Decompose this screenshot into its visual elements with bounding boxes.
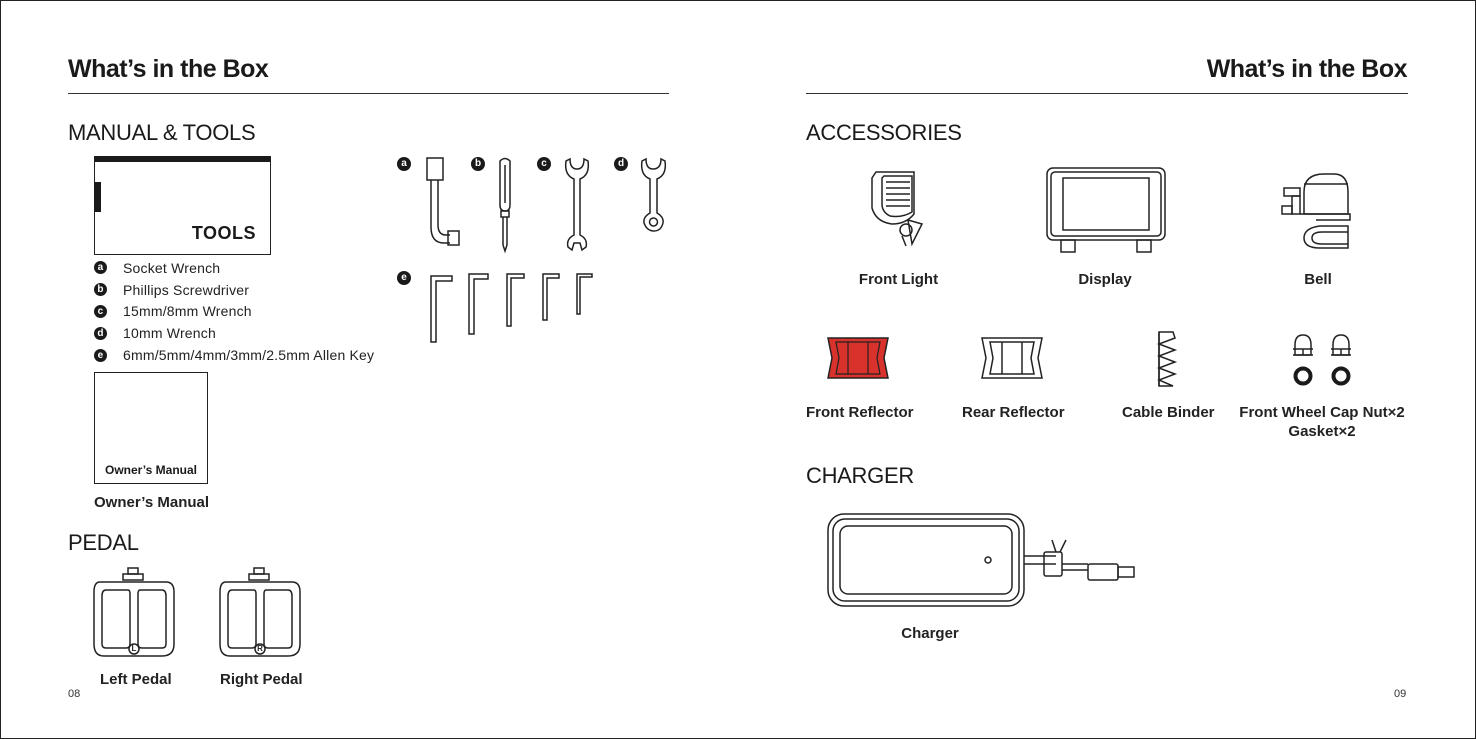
left-pedal-mark: L: [131, 644, 137, 653]
section-manual-tools: MANUAL & TOOLS: [68, 120, 256, 145]
display-icon: [1046, 167, 1166, 253]
bell-icon: [1281, 173, 1351, 249]
tool-label: Phillips Screwdriver: [123, 281, 250, 298]
tool-a-badge: a: [397, 157, 411, 171]
right-pedal-icon: [219, 567, 301, 657]
rear-reflector-label: Rear Reflector: [962, 404, 1065, 421]
screwdriver-icon: [499, 157, 511, 254]
tool-tag-badge: e: [94, 348, 107, 362]
right-title-rule: [806, 93, 1408, 94]
section-accessories: ACCESSORIES: [806, 120, 962, 145]
tool-tag-badge: c: [94, 304, 107, 318]
wrench-icon: [640, 157, 667, 232]
left-pedal-icon: [93, 567, 175, 657]
tool-d-badge: d: [614, 157, 628, 171]
display-label: Display: [1078, 271, 1132, 288]
combination-wrench-icon: [564, 157, 590, 252]
tool-list: a Socket Wrench b Phillips Screwdriver c 15…: [94, 257, 374, 366]
tool-label: 6mm/5mm/4mm/3mm/2.5mm Allen Key: [123, 347, 375, 364]
section-pedal: PEDAL: [68, 530, 139, 555]
right-pedal-label: Right Pedal: [220, 671, 303, 688]
left-pedal-label: Left Pedal: [100, 671, 172, 688]
left-page-title: What’s in the Box: [68, 55, 269, 83]
section-charger: CHARGER: [806, 463, 914, 488]
tool-b-badge: b: [471, 157, 485, 171]
list-item: e 6mm/5mm/4mm/3mm/2.5mm Allen Key: [94, 344, 374, 366]
tool-label: 15mm/8mm Wrench: [123, 303, 252, 320]
list-item: a Socket Wrench: [94, 257, 374, 279]
tool-tag-badge: b: [94, 283, 107, 297]
toolbag-label: TOOLS: [191, 223, 256, 243]
cable-binder-icon: [1156, 331, 1178, 387]
front-reflector-label: Front Reflector: [806, 404, 914, 421]
socket-wrench-icon: [426, 157, 460, 246]
rear-reflector-icon: [981, 337, 1043, 379]
charger-label: Charger: [901, 625, 959, 642]
left-page-number: 08: [68, 688, 81, 700]
right-page-number: 09: [1394, 688, 1407, 700]
toolbag-tab: [94, 182, 101, 212]
cap-nut-gasket-icon: [1293, 334, 1351, 386]
charger-icon: [827, 513, 1135, 607]
manual-cover-text: Owner’s Manual: [104, 463, 198, 477]
left-title-rule: [68, 93, 669, 94]
tool-tag-badge: d: [94, 326, 107, 340]
list-item: b Phillips Screwdriver: [94, 279, 374, 301]
front-light-icon: [871, 171, 924, 247]
tool-e-badge: e: [397, 271, 411, 285]
right-page-title: What’s in the Box: [1206, 55, 1408, 83]
owners-manual-illustration: Owner’s Manual: [94, 372, 208, 484]
cap-nut-label: Front Wheel Cap Nut×2: [1239, 404, 1405, 421]
front-light-label: Front Light: [858, 271, 939, 288]
bell-label: Bell: [1304, 271, 1332, 288]
tool-tag-badge: a: [94, 261, 107, 275]
toolbag-illustration: TOOLS: [94, 156, 271, 255]
list-item: d 10mm Wrench: [94, 322, 374, 344]
gasket-label: Gasket×2: [1288, 423, 1356, 440]
tool-label: 10mm Wrench: [123, 325, 216, 342]
allen-key-set-icon: [430, 273, 593, 343]
tool-label: Socket Wrench: [123, 259, 221, 276]
tool-c-badge: c: [537, 157, 551, 171]
front-reflector-icon: [827, 337, 889, 379]
list-item: c 15mm/8mm Wrench: [94, 301, 374, 323]
owners-manual-label: Owner’s Manual: [94, 494, 210, 511]
right-pedal-mark: R: [257, 644, 263, 653]
cable-binder-label: Cable Binder: [1122, 404, 1215, 421]
